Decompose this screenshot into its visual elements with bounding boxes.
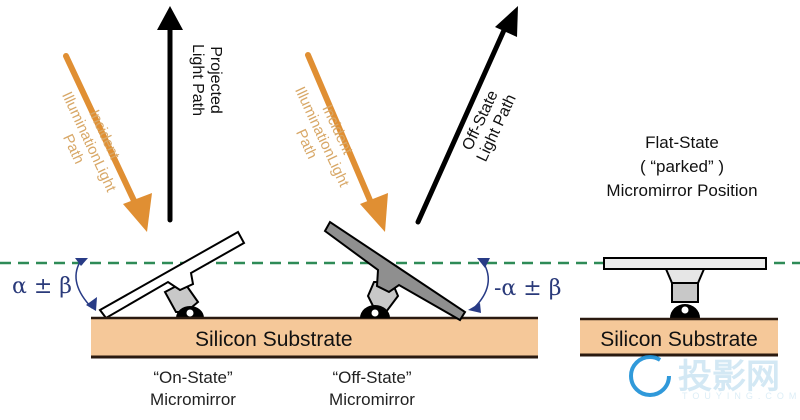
- watermark: 投影网 TOUYING.COM: [629, 355, 800, 401]
- off-state-light-arrow: [415, 6, 518, 225]
- projected-light-arrow: [157, 6, 183, 223]
- incident-arrow-middle: [305, 52, 388, 232]
- off-state-label: Off-State Light Path: [459, 88, 519, 164]
- angle-label-on: α ± β: [12, 274, 72, 299]
- micromirror-on-state: [98, 230, 246, 320]
- off-state-caption-line1: “Off-State”: [332, 368, 411, 387]
- flat-state-title-line2: ( “parked” ): [640, 157, 724, 176]
- substrate-label-left: Silicon Substrate: [195, 328, 353, 351]
- flat-state-panel: Flat-State ( “parked” ) Micromirror Posi…: [580, 133, 778, 357]
- flat-state-title-line1: Flat-State: [645, 133, 719, 152]
- projected-label-line2: Light Path: [189, 44, 206, 116]
- silicon-substrate-left: Silicon Substrate: [91, 316, 538, 359]
- hinge-post-on: [163, 280, 204, 318]
- projected-label-line1: Projected: [207, 46, 224, 114]
- watermark-logo-icon: [629, 355, 671, 397]
- angle-marker-off: -α ± β: [468, 258, 561, 313]
- angle-marker-on: α ± β: [12, 258, 97, 311]
- angle-label-off: -α ± β: [494, 276, 561, 301]
- watermark-subtext: TOUYING.COM: [682, 391, 800, 401]
- projected-label: Projected Light Path: [189, 44, 224, 116]
- silicon-substrate-right: Silicon Substrate: [580, 317, 778, 357]
- on-state-caption-line2: Micromirror: [150, 390, 236, 409]
- micromirror-flat-state: [603, 257, 767, 318]
- watermark-text: 投影网: [678, 358, 780, 396]
- substrate-label-right: Silicon Substrate: [600, 328, 758, 351]
- incident-arrow-left: [63, 53, 152, 232]
- on-state-panel: Incident IlluminationLight Path Projecte…: [12, 6, 538, 409]
- on-state-caption-line1: “On-State”: [153, 368, 233, 387]
- micromirror-off-state: [323, 220, 467, 322]
- off-state-caption-line2: Micromirror: [329, 390, 415, 409]
- flat-state-title-line3: Micromirror Position: [606, 181, 757, 200]
